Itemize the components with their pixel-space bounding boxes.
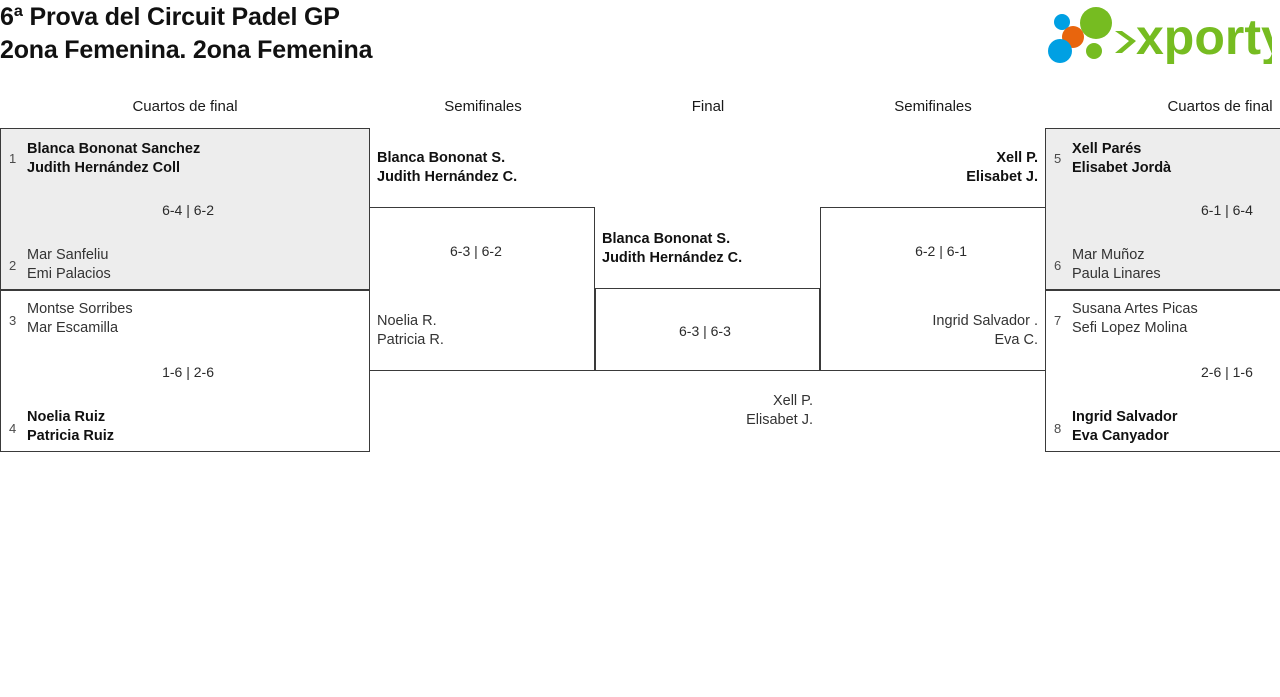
- player-name: Xell Parés: [1072, 141, 1142, 157]
- team-right-semifinal-bottom: Ingrid Salvador . Eva C.: [932, 312, 1038, 350]
- player-name: Elisabet J.: [746, 412, 813, 428]
- player-name: Xell P.: [772, 393, 813, 409]
- seed-number: 3: [9, 313, 17, 328]
- seed-number: 6: [1054, 258, 1062, 273]
- team-bottom: Noelia Ruiz Patricia Ruiz: [27, 408, 114, 446]
- team-right-semifinal-top: Xell P. Elisabet J.: [966, 149, 1038, 187]
- team-bottom: Mar Sanfeliu Emi Palacios: [27, 246, 111, 284]
- player-name: Eva Canyador: [1072, 428, 1169, 444]
- player-name: Mar Sanfeliu: [27, 247, 109, 263]
- player-name: Susana Artes Picas: [1072, 301, 1198, 317]
- team-final-top: Blanca Bononat S. Judith Hernández C.: [602, 230, 742, 268]
- round-header-left-quarterfinals: Cuartos de final: [132, 98, 238, 115]
- round-header-right-quarterfinals: Cuartos de final: [1167, 98, 1273, 115]
- match-box-final[interactable]: 6-3 | 6-3: [595, 288, 820, 371]
- seed-number: 4: [9, 421, 17, 436]
- match-score: 6-2 | 6-1: [915, 243, 967, 259]
- team-bottom: Ingrid Salvador Eva Canyador: [1072, 408, 1178, 446]
- match-score: 6-3 | 6-3: [679, 323, 731, 339]
- seed-number: 1: [9, 151, 17, 166]
- page-header: 6ª Prova del Circuit Padel GP 2ona Femen…: [0, 0, 1280, 88]
- player-name: Eva C.: [994, 332, 1038, 348]
- player-name: Noelia Ruiz: [27, 409, 106, 425]
- team-top: Xell Parés Elisabet Jordà: [1072, 140, 1171, 178]
- team-bottom: Mar Muñoz Paula Linares: [1072, 246, 1161, 284]
- team-top: Montse Sorribes Mar Escamilla: [27, 300, 133, 338]
- match-box-right-semifinal[interactable]: 6-2 | 6-1: [820, 207, 1046, 371]
- player-name: Judith Hernández Coll: [27, 160, 181, 176]
- team-left-semifinal-top: Blanca Bononat S. Judith Hernández C.: [377, 149, 517, 187]
- team-left-semifinal-bottom: Noelia R. Patricia R.: [377, 312, 444, 350]
- match-score: 6-4 | 6-2: [162, 202, 214, 218]
- player-name: Mar Escamilla: [27, 320, 119, 336]
- player-name: Ingrid Salvador: [1072, 409, 1178, 425]
- team-top: Susana Artes Picas Sefi Lopez Molina: [1072, 300, 1198, 338]
- seed-number: 8: [1054, 421, 1062, 436]
- player-name: Elisabet Jordà: [1072, 160, 1172, 176]
- seed-number: 2: [9, 258, 17, 273]
- player-name: Blanca Bononat S.: [377, 150, 506, 166]
- seed-number: 7: [1054, 313, 1062, 328]
- logo-wordmark: xporty: [1136, 9, 1272, 64]
- player-name: Patricia R.: [377, 332, 444, 348]
- match-box-left-qf-1[interactable]: 1 Blanca Bononat Sanchez Judith Hernánde…: [0, 128, 370, 290]
- player-name: Judith Hernández C.: [377, 169, 518, 185]
- player-name: Emi Palacios: [27, 266, 111, 282]
- player-name: Xell P.: [996, 150, 1038, 166]
- player-name: Sefi Lopez Molina: [1072, 320, 1188, 336]
- match-score: 6-1 | 6-4: [1201, 202, 1253, 218]
- player-name: Elisabet J.: [966, 169, 1038, 185]
- match-box-left-semifinal[interactable]: 6-3 | 6-2: [369, 207, 595, 371]
- player-name: Paula Linares: [1072, 266, 1161, 282]
- match-score: 1-6 | 2-6: [162, 364, 214, 380]
- player-name: Ingrid Salvador .: [932, 313, 1038, 329]
- player-name: Noelia R.: [377, 313, 437, 329]
- team-final-bottom: Xell P. Elisabet J.: [746, 392, 813, 430]
- match-box-right-qf-1[interactable]: 5 Xell Parés Elisabet Jordà 6-1 | 6-4 6 …: [1045, 128, 1280, 290]
- player-name: Montse Sorribes: [27, 301, 133, 317]
- round-header-left-semifinals: Semifinales: [444, 98, 522, 115]
- page-title: 6ª Prova del Circuit Padel GP 2ona Femen…: [0, 3, 373, 64]
- player-name: Patricia Ruiz: [27, 428, 115, 444]
- xporty-logo: xporty: [1040, 6, 1272, 64]
- match-score: 6-3 | 6-2: [450, 243, 502, 259]
- player-name: Mar Muñoz: [1072, 247, 1145, 263]
- player-name: Blanca Bononat Sanchez: [27, 141, 201, 157]
- round-header-final: Final: [691, 98, 725, 115]
- player-name: Judith Hernández C.: [602, 250, 743, 266]
- round-header-right-semifinals: Semifinales: [894, 98, 972, 115]
- team-top: Blanca Bononat Sanchez Judith Hernández …: [27, 140, 200, 178]
- match-score: 2-6 | 1-6: [1201, 364, 1253, 380]
- match-box-right-qf-2[interactable]: 7 Susana Artes Picas Sefi Lopez Molina 2…: [1045, 290, 1280, 452]
- player-name: Blanca Bononat S.: [602, 231, 731, 247]
- match-box-left-qf-2[interactable]: 3 Montse Sorribes Mar Escamilla 1-6 | 2-…: [0, 290, 370, 452]
- seed-number: 5: [1054, 151, 1062, 166]
